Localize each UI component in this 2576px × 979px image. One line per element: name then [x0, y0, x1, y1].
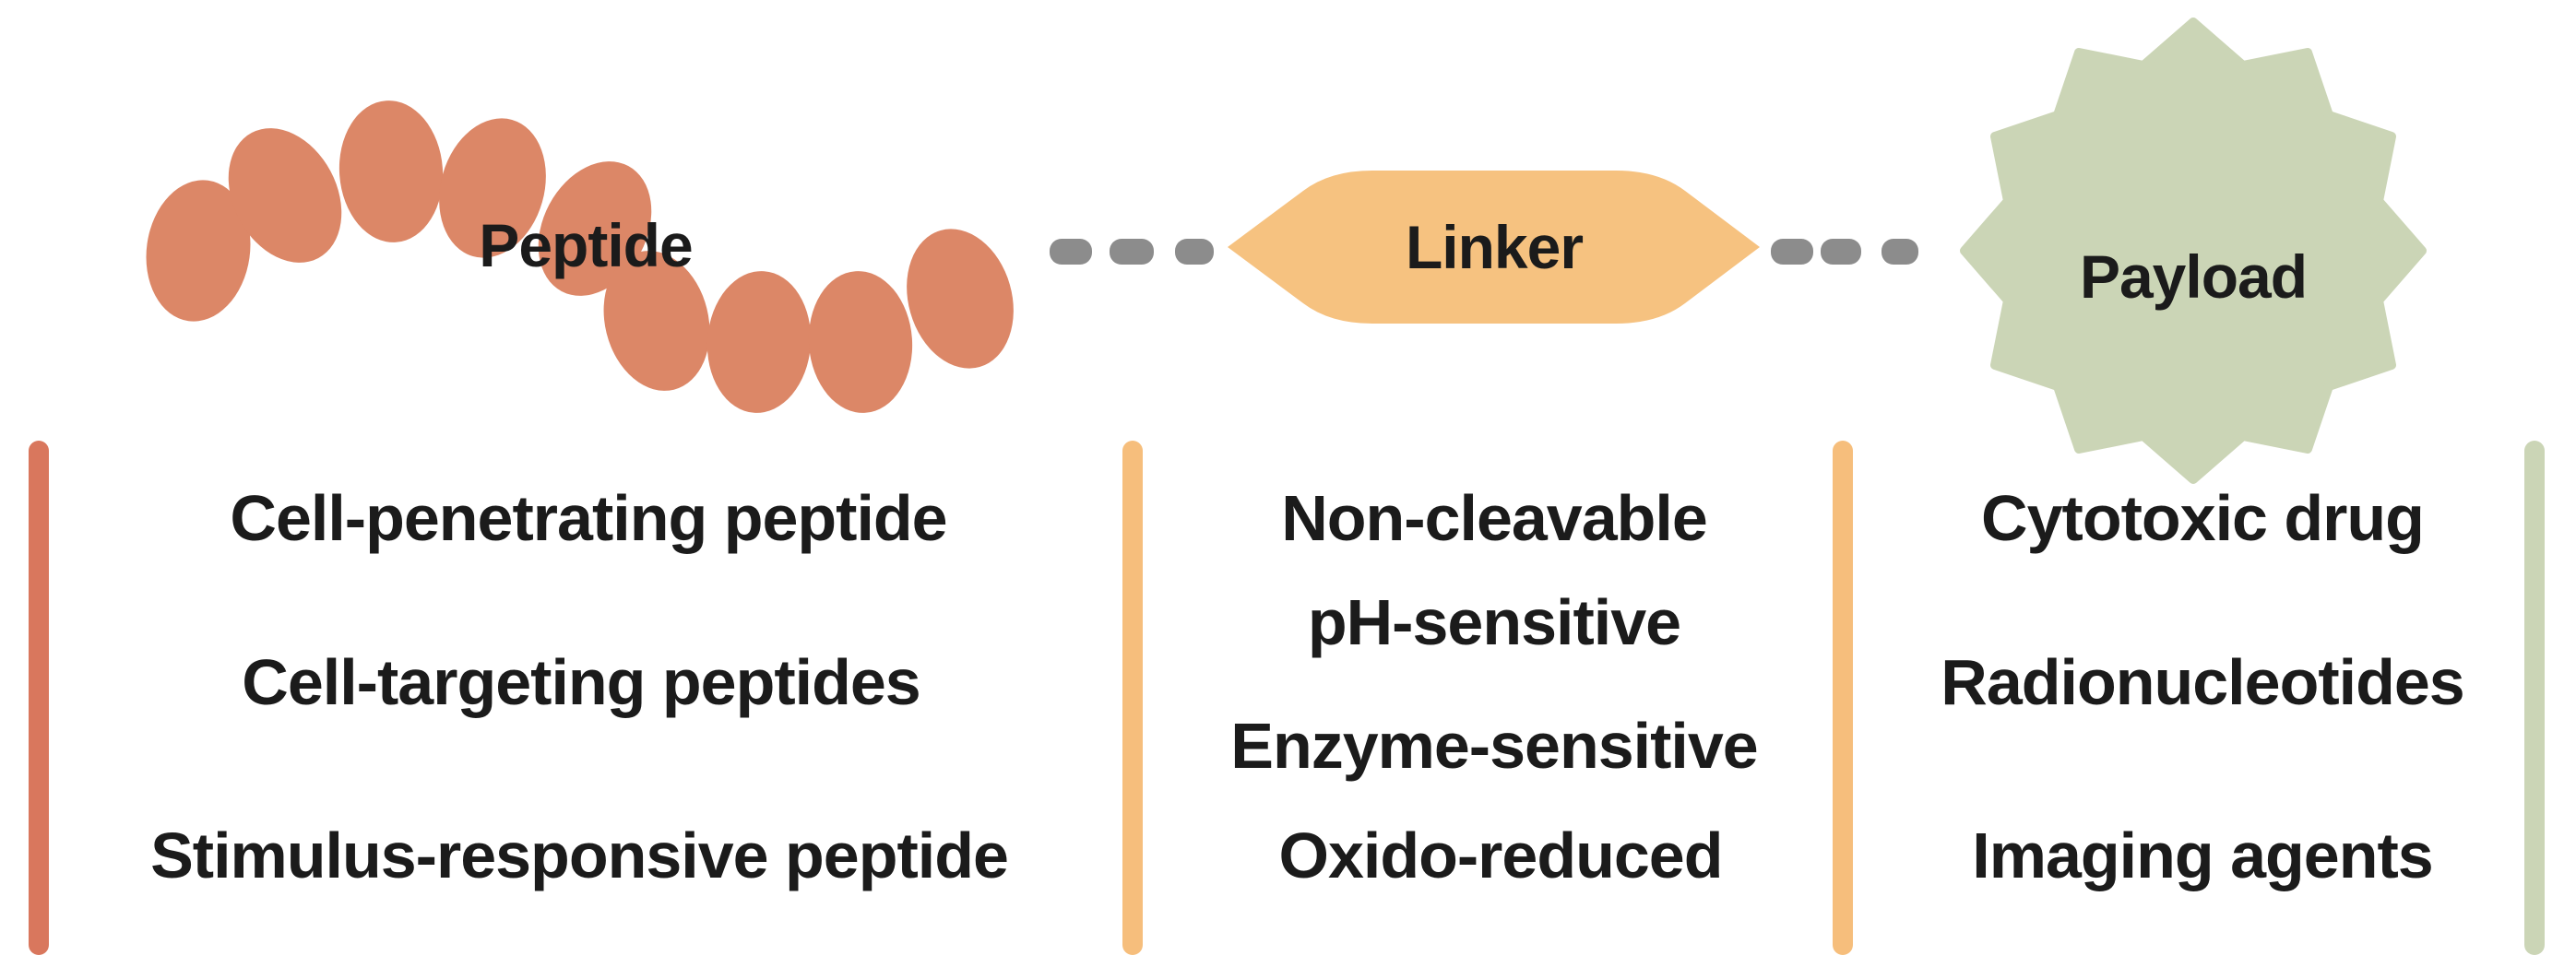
payload-shape: [1960, 18, 2427, 484]
linker-shape: [1228, 171, 1760, 324]
peptide-bead: [907, 229, 1014, 369]
list-item: Cytotoxic drug: [1981, 482, 2425, 554]
list-item: Radionucleotides: [1941, 646, 2464, 718]
peptide-bead: [706, 271, 812, 413]
peptide-linker-connector: [1050, 239, 1214, 265]
connector-dash: [1821, 239, 1861, 265]
divider-bar-linker-left: [1122, 441, 1143, 955]
peptide-bead: [338, 100, 444, 242]
list-item: Enzyme-sensitive: [1230, 710, 1758, 782]
payload-node-label: Payload: [2079, 242, 2308, 311]
list-item: Oxido-reduced: [1278, 820, 1724, 891]
list-item: Cell-penetrating peptide: [230, 482, 947, 554]
divider-bar-peptide: [29, 441, 49, 955]
list-item: Non-cleavable: [1281, 482, 1708, 554]
peptide-bead: [439, 118, 546, 258]
divider-bar-linker-right: [1833, 441, 1853, 955]
peptide-bead: [603, 251, 710, 391]
peptide-bead-chain: [146, 100, 1014, 413]
connector-dash: [1882, 239, 1918, 265]
linker-payload-connector: [1771, 239, 1918, 265]
peptide-node-label: Peptide: [479, 211, 693, 279]
connector-dash: [1175, 239, 1214, 265]
linker-node-label: Linker: [1405, 213, 1584, 281]
connector-dash: [1771, 239, 1813, 265]
list-item: Stimulus-responsive peptide: [150, 820, 1009, 891]
divider-bar-payload: [2524, 441, 2545, 955]
peptide-bead: [146, 180, 251, 322]
connector-dash: [1050, 239, 1092, 265]
connector-dash: [1110, 239, 1154, 265]
list-item: Cell-targeting peptides: [242, 646, 920, 718]
peptide-bead: [808, 271, 913, 413]
peptide-bead: [228, 128, 342, 263]
list-item: Imaging agents: [1972, 820, 2433, 891]
list-item: pH-sensitive: [1307, 586, 1681, 658]
